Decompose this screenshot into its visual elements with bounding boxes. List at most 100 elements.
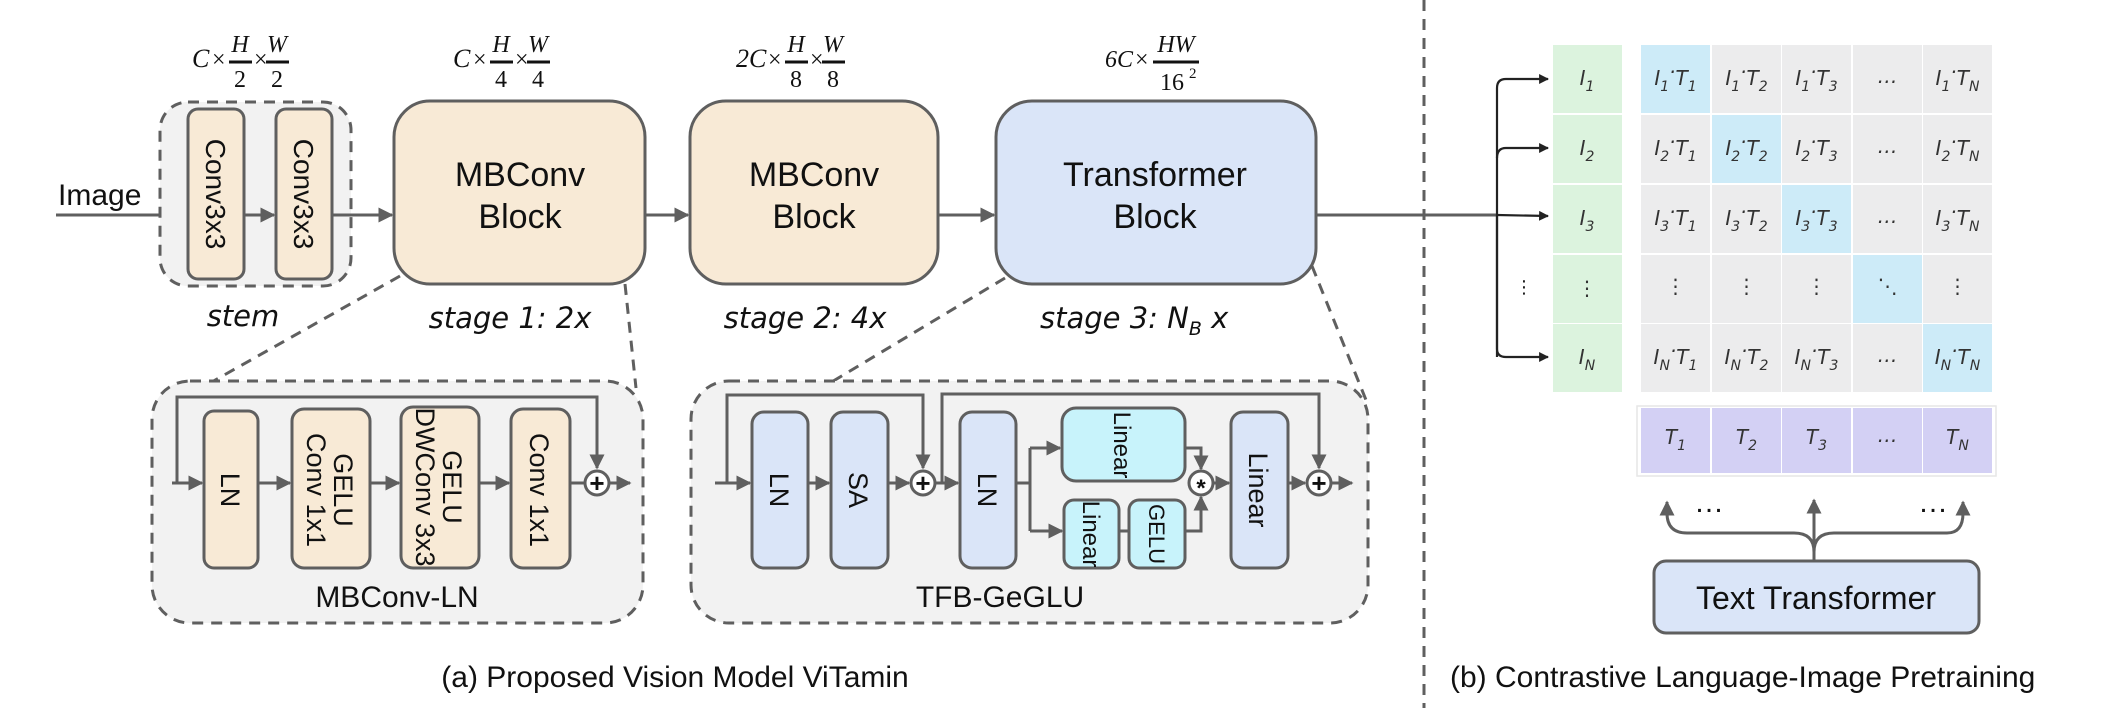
tfb-attn-skip-connection bbox=[725, 393, 931, 483]
similarity-cell-label: ⋮ bbox=[1807, 274, 1827, 298]
formula-h-den: 8 bbox=[790, 67, 802, 93]
similarity-cell: I1·T2 bbox=[1712, 45, 1781, 113]
formula-c: 2C bbox=[736, 44, 767, 73]
tfb-block-linear-gate[interactable] bbox=[1060, 406, 1187, 483]
stem-label: stem bbox=[207, 299, 280, 333]
stage1-mbconv-block[interactable]: MBConv Block bbox=[392, 99, 647, 286]
panel-a-caption: (a) Proposed Vision Model ViTamin bbox=[441, 661, 908, 694]
formula-w: W bbox=[267, 32, 289, 58]
transformer-zoom-connector-left bbox=[829, 276, 1006, 385]
image-feature-arrow-n bbox=[1495, 215, 1549, 362]
stem-group: Conv3x3 Conv3x3 stem bbox=[158, 100, 353, 333]
mbconv-ln-title: MBConv-LN bbox=[315, 581, 478, 614]
mbconv-ln-block-conv1x1-label: Conv 1x1 bbox=[524, 433, 554, 547]
similarity-cell-label: I1·T2 bbox=[1725, 60, 1767, 95]
formula-c: 6C bbox=[1105, 47, 1134, 73]
svg-text:×: × bbox=[810, 47, 824, 73]
formula-w-den: 4 bbox=[532, 67, 544, 93]
stage2-mbconv-block[interactable]: MBConv Block bbox=[688, 99, 940, 286]
text-embedding-cell: … bbox=[1853, 408, 1922, 473]
mbconv-zoom-connector-right bbox=[623, 283, 638, 389]
similarity-cell: IN·TN bbox=[1923, 324, 1992, 392]
similarity-cell-label: … bbox=[1878, 64, 1898, 88]
similarity-cell: … bbox=[1853, 45, 1922, 113]
stem-conv-block-2-label: Conv3x3 bbox=[288, 139, 319, 250]
similarity-cell-label: I3·T2 bbox=[1725, 200, 1767, 235]
add-symbol: + bbox=[589, 468, 604, 498]
stage1-title-line1: MBConv bbox=[455, 156, 585, 194]
formula-h: H bbox=[230, 32, 250, 58]
text-arrow-right bbox=[1812, 500, 1971, 553]
tfb-block-linear-out[interactable] bbox=[1229, 410, 1290, 570]
similarity-cell: I2·T2 bbox=[1712, 115, 1781, 183]
tfb-block-ln1[interactable] bbox=[750, 410, 810, 570]
stage3-title-line2: Block bbox=[1113, 198, 1197, 236]
formula-w-den: 8 bbox=[827, 67, 839, 93]
text-embedding-label: … bbox=[1878, 423, 1898, 447]
mbconv-ln-block-dwconv3x3-gelu[interactable] bbox=[399, 405, 481, 570]
formula-num: HW bbox=[1156, 32, 1196, 58]
similarity-cell: ⋮ bbox=[1782, 255, 1851, 323]
tfb-block-gelu[interactable] bbox=[1127, 498, 1187, 570]
mbconv-ln-block-dwconv3x3-gelu-line2: DWConv 3x3 bbox=[410, 407, 440, 566]
image-embedding-cell: ⋮ bbox=[1553, 255, 1622, 323]
tfb-block-linear-value[interactable] bbox=[1062, 498, 1121, 570]
similarity-cell: I2·TN bbox=[1923, 115, 1992, 183]
similarity-cell: I1·TN bbox=[1923, 45, 1992, 113]
similarity-cell-label: I3·TN bbox=[1936, 200, 1980, 235]
formula-c: C bbox=[453, 44, 471, 73]
stage2-label: stage 2: 4x bbox=[724, 301, 888, 335]
tfb-block-ln2[interactable] bbox=[958, 410, 1018, 570]
svg-text:×: × bbox=[515, 47, 529, 73]
similarity-cell-label: ⋱ bbox=[1878, 274, 1898, 298]
mbconv-ln-block-dwconv3x3-gelu-line1: GELU bbox=[437, 450, 467, 524]
svg-text:×: × bbox=[768, 47, 782, 73]
tfb-ffn-skip-connection bbox=[940, 392, 1327, 483]
stage2-title-line1: MBConv bbox=[749, 156, 879, 194]
formula-c: C bbox=[192, 44, 210, 73]
mbconv-ln-block-ln[interactable] bbox=[202, 409, 260, 570]
text-transformer-block[interactable]: Text Transformer bbox=[1652, 559, 1981, 635]
stem-conv-block-2[interactable] bbox=[274, 107, 334, 281]
text-embedding-label: T1 bbox=[1665, 425, 1686, 454]
image-embedding-cell: IN bbox=[1553, 324, 1622, 392]
stage3-transformer-block[interactable]: Transformer Block bbox=[994, 99, 1318, 286]
stage1-title-line2: Block bbox=[478, 198, 562, 236]
similarity-cell-label: IN·T1 bbox=[1654, 339, 1698, 374]
formula-den: 16 bbox=[1160, 70, 1184, 96]
text-arrows-ellipsis-right: … bbox=[1918, 486, 1948, 519]
mbconv-zoom-connector-left bbox=[209, 274, 401, 385]
tfb-block-linear-value-label: Linear bbox=[1077, 501, 1104, 568]
tfb-block-sa[interactable] bbox=[829, 410, 890, 570]
stage3-label-sub: B bbox=[1189, 318, 1202, 340]
image-embedding-cell: I3 bbox=[1553, 185, 1622, 253]
mbconv-ln-detail: LN GELU Conv 1x1 GELU DWConv 3x3 Conv 1x… bbox=[150, 379, 645, 625]
formula-w: W bbox=[823, 32, 845, 58]
stem-shape-formula: C × H 2 × W 2 bbox=[192, 32, 289, 93]
text-embedding-row-frame bbox=[1636, 405, 1997, 477]
stage3-label-prefix: stage 3: N bbox=[1040, 301, 1189, 335]
similarity-cell: ⋮ bbox=[1641, 255, 1710, 323]
image-embedding-label: I3 bbox=[1580, 206, 1595, 235]
formula-h: H bbox=[786, 32, 806, 58]
similarity-cell-label: ⋮ bbox=[1666, 274, 1686, 298]
image-embedding-label: IN bbox=[1579, 345, 1596, 374]
image-input-label: Image bbox=[58, 179, 141, 212]
formula-times: × bbox=[212, 47, 226, 73]
formula-times: × bbox=[254, 47, 268, 73]
mbconv-ln-block-conv1x1[interactable] bbox=[509, 407, 572, 570]
tfb-block-gelu-label: GELU bbox=[1144, 504, 1169, 564]
stem-conv-block-1[interactable] bbox=[186, 107, 246, 281]
svg-text:×: × bbox=[1135, 47, 1149, 73]
text-embedding-cell: T1 bbox=[1641, 408, 1710, 473]
mbconv-ln-block-conv1x1-gelu[interactable] bbox=[290, 407, 372, 570]
stage3-label: stage 3: NB x bbox=[1040, 301, 1229, 340]
formula-h: H bbox=[491, 32, 511, 58]
gate-to-mul-arrow bbox=[1185, 446, 1209, 471]
image-embedding-label: I1 bbox=[1580, 66, 1595, 95]
